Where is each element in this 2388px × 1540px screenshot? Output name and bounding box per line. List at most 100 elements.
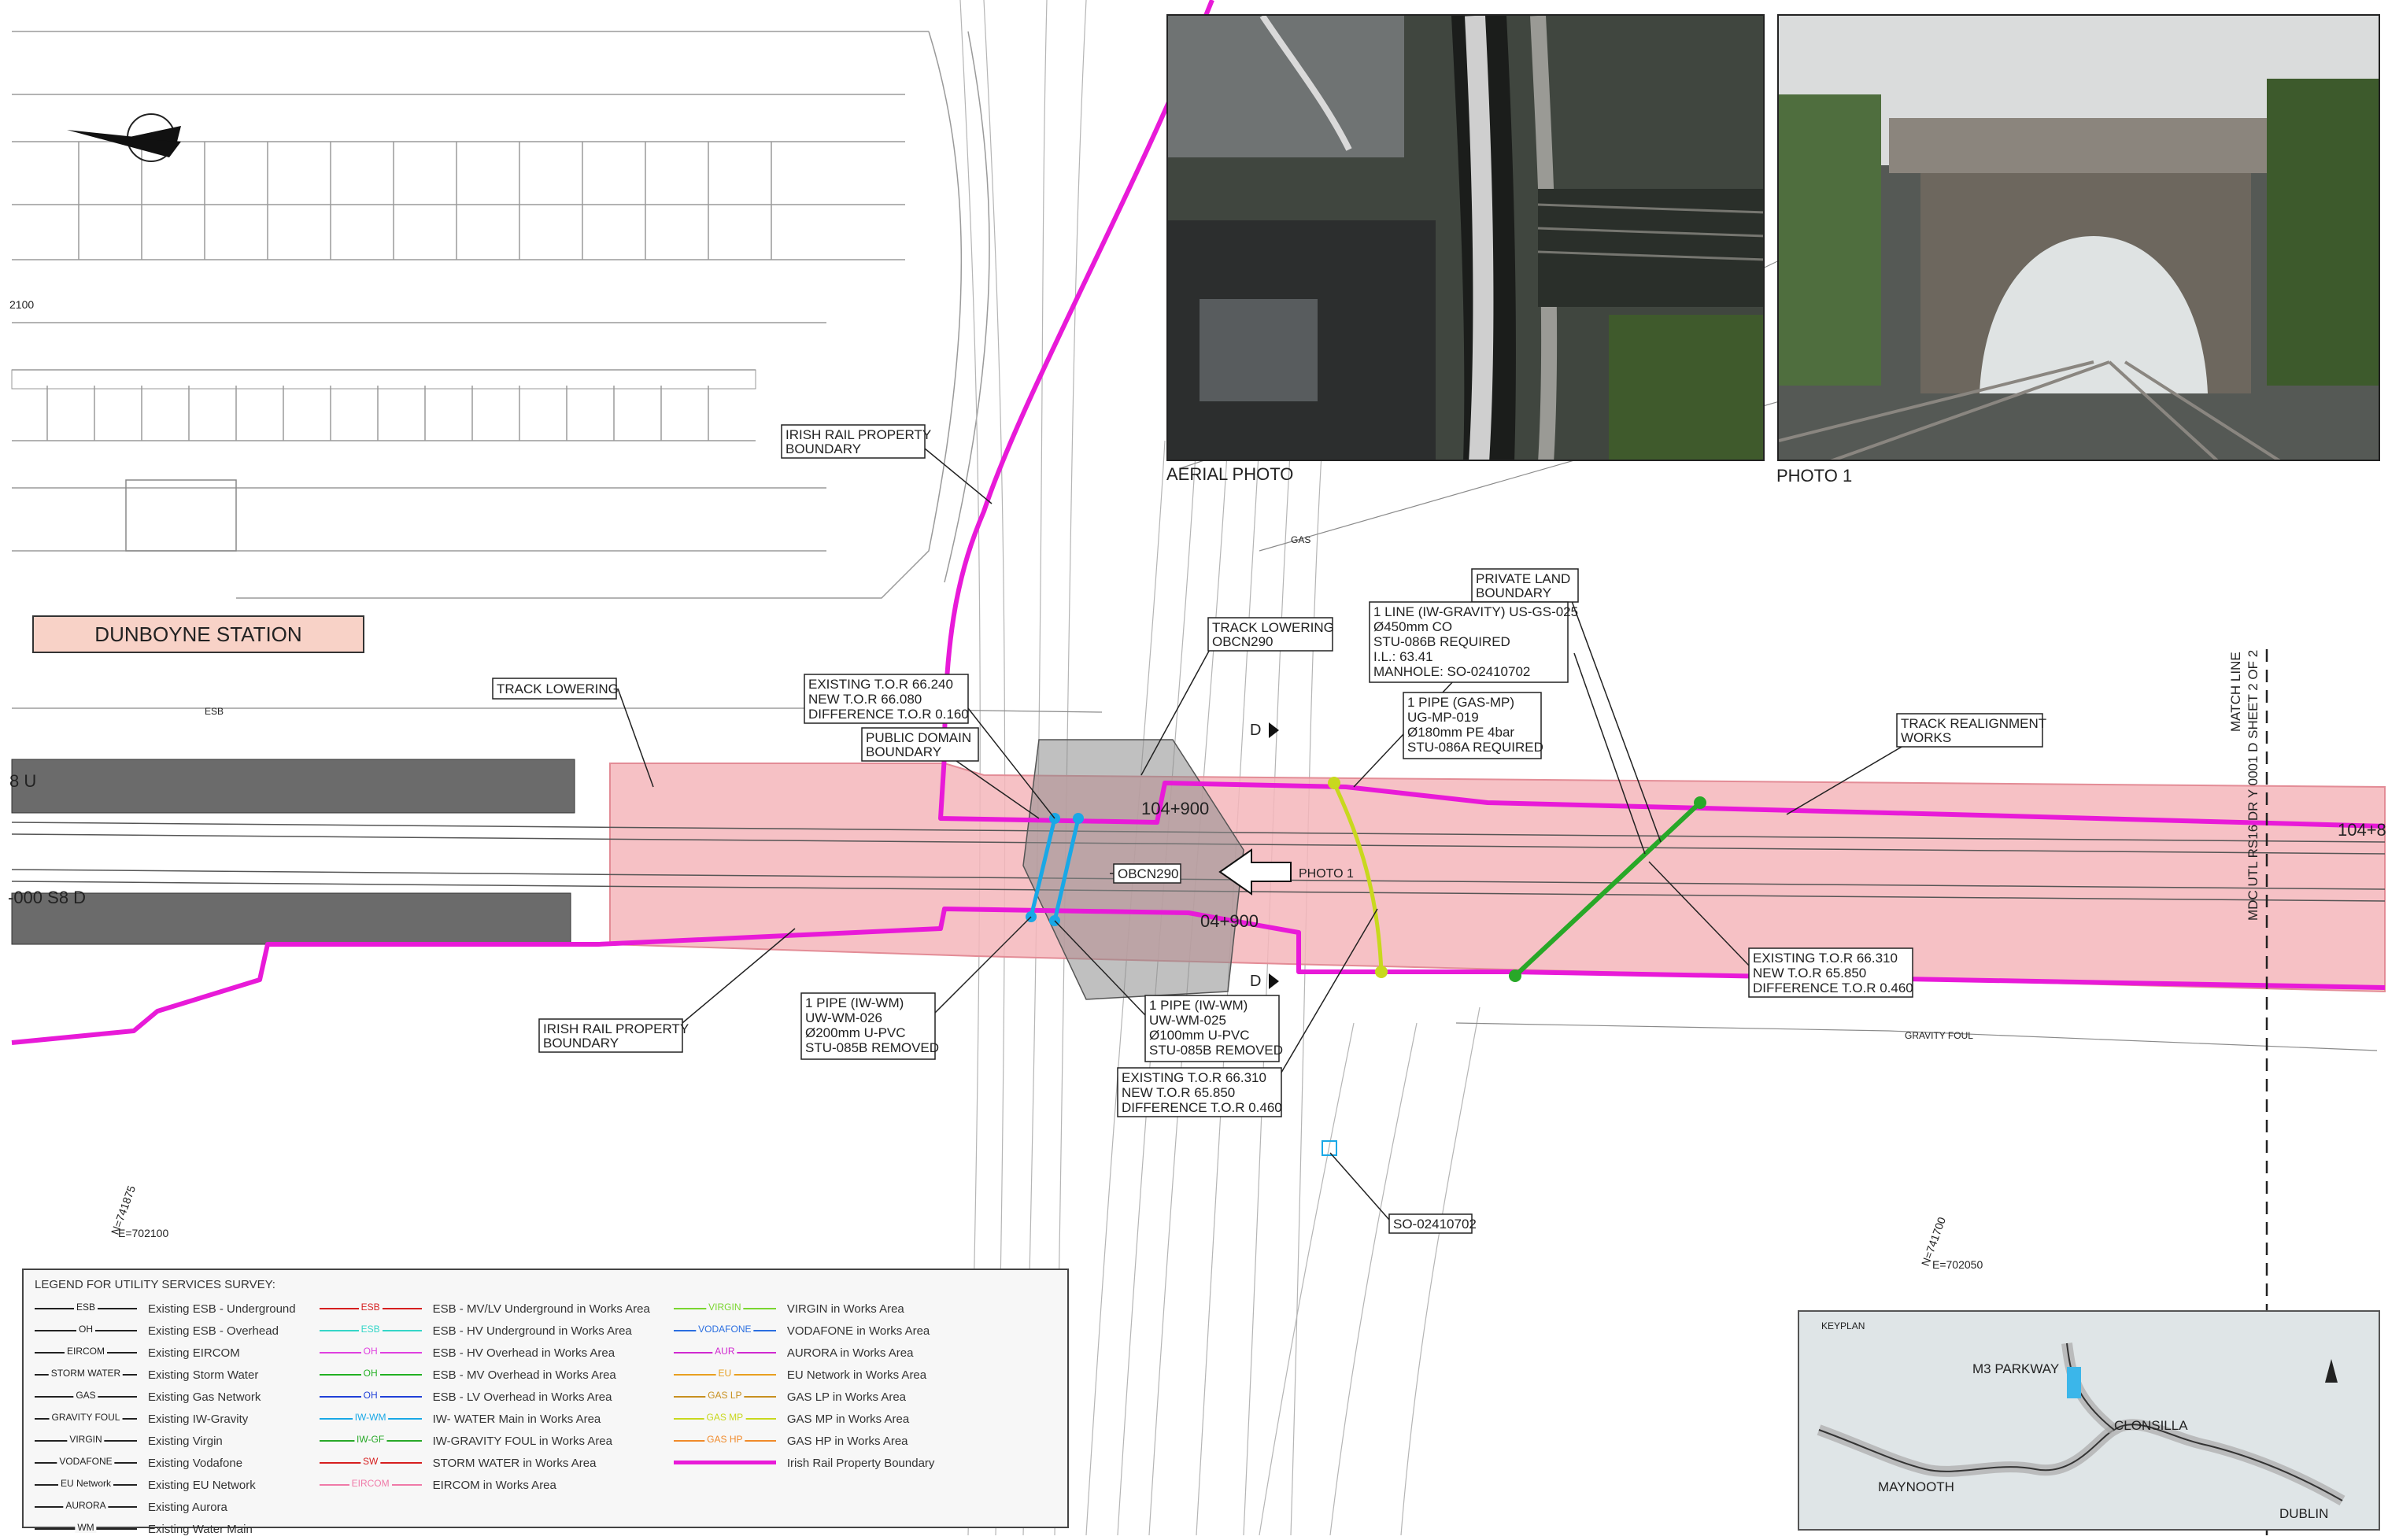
iw-gravity-line <box>1513 800 1702 978</box>
svg-text:DIFFERENCE T.O.R 0.460: DIFFERENCE T.O.R 0.460 <box>1753 981 1913 995</box>
photo1-arrow-label: PHOTO 1 <box>1299 867 1354 881</box>
callout-iw-wm-025: 1 PIPE (IW-WM) UW-WM-025 Ø100mm U-PVC ST… <box>1144 995 1283 1062</box>
legend-symbol-tag: IW-GF <box>354 1434 387 1445</box>
keyplan-title: KEYPLAN <box>1821 1320 1865 1331</box>
legend-symbol: GAS HP <box>673 1433 776 1449</box>
svg-text:EXISTING T.O.R 66.240: EXISTING T.O.R 66.240 <box>808 677 953 692</box>
legend-symbol: WM <box>35 1521 137 1537</box>
chainage-right-upper: 104+8 <box>2338 820 2386 840</box>
legend-symbol-tag: ESB <box>73 1302 98 1313</box>
svg-text:TRACK LOWERING: TRACK LOWERING <box>1212 620 1334 635</box>
callout-existing-tor-2: EXISTING T.O.R 66.310 NEW T.O.R 65.850 D… <box>1117 1067 1282 1117</box>
north-arrow <box>67 113 181 162</box>
keyplan-highlight <box>2067 1367 2081 1398</box>
legend-item: SW STORM WATER in Works Area <box>319 1452 650 1474</box>
legend-description: Existing EIRCOM <box>148 1346 240 1360</box>
svg-text:NEW T.O.R 65.850: NEW T.O.R 65.850 <box>1122 1085 1235 1100</box>
legend-symbol: IW-GF <box>319 1433 422 1449</box>
svg-text:TRACK LOWERING: TRACK LOWERING <box>497 681 619 696</box>
callout-irish-rail-top: IRISH RAIL PROPERTY BOUNDARY <box>781 424 931 459</box>
legend-symbol: ESB <box>319 1301 422 1317</box>
svg-text:Ø450mm CO: Ø450mm CO <box>1373 619 1452 634</box>
legend-description: IW-GRAVITY FOUL in Works Area <box>432 1434 612 1448</box>
legend-symbol-tag: VODAFONE <box>696 1324 754 1335</box>
legend-symbol: VIRGIN <box>35 1433 137 1449</box>
svg-text:MANHOLE: SO-02410702: MANHOLE: SO-02410702 <box>1373 664 1530 679</box>
svg-text:BOUNDARY: BOUNDARY <box>866 744 941 759</box>
callout-iw-gravity: 1 LINE (IW-GRAVITY) US-GS-025 Ø450mm CO … <box>1369 601 1578 683</box>
legend-title: LEGEND FOR UTILITY SERVICES SURVEY: <box>35 1278 275 1291</box>
legend-symbol: OH <box>319 1389 422 1405</box>
callout-so-manhole: SO-02410702 <box>1388 1213 1477 1234</box>
svg-text:UG-MP-019: UG-MP-019 <box>1407 710 1479 725</box>
chainage-left-lower: -000 S8 D <box>8 888 86 907</box>
svg-text:NEW T.O.R 65.850: NEW T.O.R 65.850 <box>1753 966 1866 981</box>
grid-ref-edge: 2100 <box>9 298 34 311</box>
svg-text:Ø200mm U-PVC: Ø200mm U-PVC <box>805 1025 906 1040</box>
callout-track-realignment: TRACK REALIGNMENT WORKS <box>1896 713 2046 748</box>
legend-symbol: SW <box>319 1455 422 1471</box>
legend-symbol-tag: AUR <box>712 1346 737 1357</box>
legend-symbol: OH <box>35 1323 137 1339</box>
svg-text:OBCN290: OBCN290 <box>1118 866 1178 881</box>
legend-description: Existing Gas Network <box>148 1390 261 1404</box>
photo1-caption: PHOTO 1 <box>1776 466 1852 486</box>
legend-symbol-tag: GRAVITY FOUL <box>49 1412 123 1423</box>
keyplan-m3-parkway: M3 PARKWAY <box>1972 1361 2059 1376</box>
svg-text:STU-086A REQUIRED: STU-086A REQUIRED <box>1407 740 1543 755</box>
legend-symbol: AUR <box>673 1345 776 1361</box>
gas-node-lower <box>1375 966 1388 978</box>
svg-text:I.L.: 63.41: I.L.: 63.41 <box>1373 649 1433 664</box>
legend-item: IW-GF IW-GRAVITY FOUL in Works Area <box>319 1430 650 1452</box>
callout-private-land: PRIVATE LAND BOUNDARY <box>1471 568 1579 603</box>
legend-description: STORM WATER in Works Area <box>432 1456 597 1470</box>
svg-text:STU-085B REMOVED: STU-085B REMOVED <box>1149 1043 1283 1058</box>
svg-text:1 LINE (IW-GRAVITY) US-GS-025: 1 LINE (IW-GRAVITY) US-GS-025 <box>1373 604 1578 619</box>
legend-symbol-tag: OH <box>360 1346 380 1357</box>
svg-text:OBCN290: OBCN290 <box>1212 634 1273 649</box>
legend-item: AUR AURORA in Works Area <box>673 1342 935 1364</box>
callout-irish-rail-bottom: IRISH RAIL PROPERTY BOUNDARY <box>538 1018 689 1053</box>
svg-text:EXISTING T.O.R 66.310: EXISTING T.O.R 66.310 <box>1122 1070 1266 1085</box>
svg-text:IRISH RAIL PROPERTY: IRISH RAIL PROPERTY <box>543 1021 689 1036</box>
legend-symbol: GAS MP <box>673 1411 776 1427</box>
legend-description: Existing ESB - Underground <box>148 1302 296 1316</box>
chainage-left-upper: 8 U <box>9 771 36 791</box>
callout-gas-mp: 1 PIPE (GAS-MP) UG-MP-019 Ø180mm PE 4bar… <box>1403 692 1543 759</box>
callout-track-lowering-left: TRACK LOWERING <box>492 678 619 700</box>
legend-symbol-tag: OH <box>76 1324 95 1335</box>
legend-description: Existing ESB - Overhead <box>148 1324 279 1338</box>
manhole-symbol <box>1322 1140 1337 1156</box>
legend-description: ESB - MV Overhead in Works Area <box>432 1368 616 1382</box>
legend-description: Existing Storm Water <box>148 1368 259 1382</box>
svg-text:WORKS: WORKS <box>1901 730 1951 745</box>
utility-legend: LEGEND FOR UTILITY SERVICES SURVEY: ESB E… <box>22 1269 1069 1536</box>
grid-ref-e2: E=702050 <box>1932 1258 1983 1271</box>
legend-symbol-tag: WM <box>75 1522 97 1533</box>
keyplan-maynooth: MAYNOOTH <box>1878 1479 1954 1494</box>
legend-description: ESB - HV Overhead in Works Area <box>432 1346 615 1360</box>
aerial-photo-caption: AERIAL PHOTO <box>1166 464 1293 484</box>
legend-symbol: GAS <box>35 1389 137 1405</box>
legend-description: GAS HP in Works Area <box>786 1434 908 1448</box>
callout-obcn290: OBCN290 <box>1113 863 1181 884</box>
legend-description: ESB - MV/LV Underground in Works Area <box>432 1302 650 1316</box>
legend-description: AURORA in Works Area <box>786 1346 914 1360</box>
legend-description: ESB - HV Underground in Works Area <box>432 1324 632 1338</box>
legend-symbol-tag: GAS LP <box>705 1390 745 1401</box>
legend-description: EIRCOM in Works Area <box>432 1478 556 1492</box>
gas-mp-line <box>1332 781 1384 973</box>
legend-description: VODAFONE in Works Area <box>786 1324 930 1338</box>
legend-symbol-tag: VIRGIN <box>67 1434 105 1445</box>
chainage-mid-lower: 04+900 <box>1200 911 1259 931</box>
